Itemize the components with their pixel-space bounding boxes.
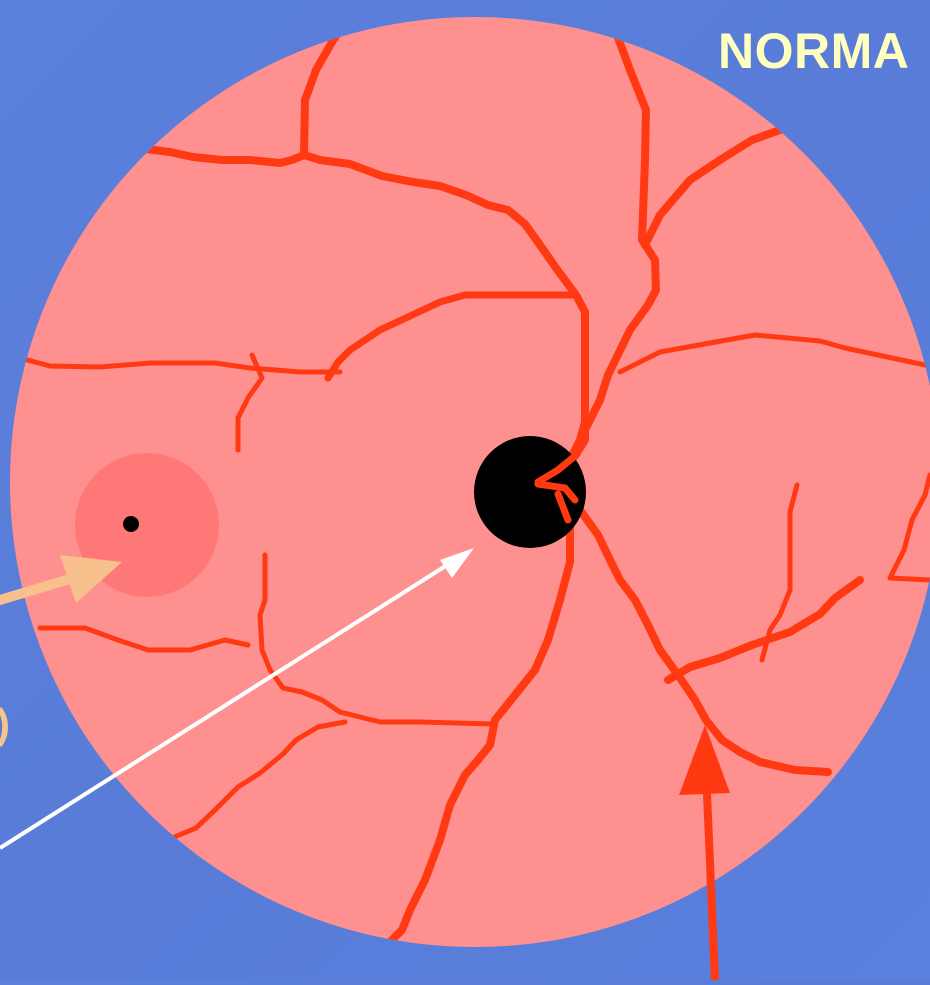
vessel-inferior-temporal: [561, 481, 832, 776]
vessel-inferior-nasal: [388, 496, 574, 944]
disc-vessel-2: [534, 480, 579, 504]
vessel-superior-branch: [324, 291, 579, 382]
vessel-inferior-branch: [664, 576, 864, 684]
vessel-left-thin-branch: [235, 352, 265, 453]
vessel-left-lower: [37, 625, 251, 653]
macula-arrow: [0, 555, 122, 605]
side-label-fragment: ): [0, 700, 10, 748]
disc-vessel-3: [554, 490, 572, 524]
vessel-right-far: [887, 472, 930, 583]
vessel-arrow: [679, 725, 730, 981]
disc-vessel-1: [534, 416, 589, 486]
vessel-superior-nasal: [134, 17, 352, 167]
fovea-dot: [123, 516, 139, 532]
disc-vessels: [534, 416, 589, 524]
vessel-left-lower-3: [169, 719, 348, 841]
vessel-left-thin: [17, 355, 343, 375]
blood-vessels: [17, 17, 930, 944]
vessel-superior-temporal-branch: [641, 126, 784, 249]
vessel-thin-right: [617, 332, 930, 375]
optic-disc-arrow: [0, 548, 474, 850]
optic-disc: [474, 436, 586, 548]
vessel-inferior-thin: [759, 482, 800, 663]
diagram-title: NORMA: [718, 23, 910, 79]
vessel-left-lower-2: [257, 552, 495, 727]
vessel-superior-main: [300, 151, 589, 486]
